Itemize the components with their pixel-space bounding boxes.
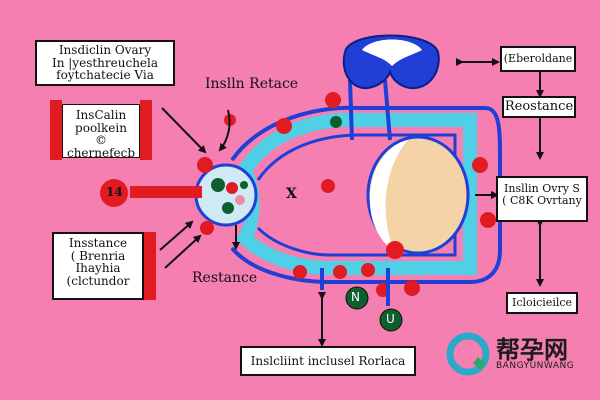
box-right-low-text: Icloicieilce [511, 296, 573, 309]
red-dot [480, 212, 496, 228]
central-cell-dot-pink [235, 195, 245, 205]
label-x-mark: X [286, 186, 297, 202]
red-dot [200, 221, 214, 235]
box-left-mid-redframe-l [50, 100, 62, 160]
red-dot [404, 280, 420, 296]
red-dot [276, 118, 292, 134]
label-resistance: Restance [192, 270, 258, 286]
red-dot [333, 265, 347, 279]
central-cell-dot-red [226, 182, 238, 194]
arrow-left-lower [159, 220, 194, 251]
box-top-right: (Eberoldane [500, 46, 576, 72]
red-dot [330, 116, 342, 128]
red-dot [325, 92, 341, 108]
box-right-mid-line1: Insllin Ovry S [504, 182, 580, 195]
label-node-u: U [386, 312, 395, 326]
box-top-left-line3: foytchatecie Via [56, 68, 154, 83]
watermark-chinese: 帮孕网 [496, 336, 568, 364]
box-left-mid-line3: © chernefecb [66, 133, 136, 158]
box-left-low-redframe [140, 232, 156, 300]
arrow-resistance [164, 234, 202, 269]
box-right-resistance-text: Reostance [504, 99, 574, 114]
blue-outline [230, 105, 502, 284]
ovary-highlight [362, 39, 422, 66]
arrow-curved [218, 109, 231, 152]
box-right-resistance: Reostance [502, 96, 576, 118]
label-insulin-rate: Inslln Retace [205, 76, 299, 92]
red-dot [472, 157, 488, 173]
label-node-n: N [351, 290, 360, 304]
red-node-14 [100, 179, 128, 207]
box-right-mid-line2: ( C8K Ovrtany [502, 193, 582, 207]
box-left-low-line3: Ihayhia [75, 261, 121, 276]
box-top-left: Insdiclin Ovary In |yesthreuchela foytch… [35, 40, 175, 86]
watermark-latin: BANGYUNWANG [496, 361, 575, 371]
arrow-left-upper [161, 107, 207, 154]
box-left-mid-redframe-r [140, 100, 152, 160]
node-n [345, 286, 369, 310]
label-cell-number: 14 [106, 185, 123, 199]
cyan-tube [236, 112, 477, 275]
box-left-mid-line2: poolkein [75, 120, 127, 135]
box-right-mid: Insllin Ovry S ( C8K Ovrtany [496, 176, 588, 222]
red-input-bar [130, 186, 202, 198]
box-left-low-line2: ( Brenria [70, 248, 126, 263]
box-right-low: Icloicieilce [506, 292, 578, 314]
box-top-right-text: (Eberoldane [503, 52, 573, 65]
central-cell-dot-green [211, 178, 225, 192]
box-bottom-text: Inslcliint inclusel Rorlaca [250, 354, 406, 368]
red-dot [361, 263, 375, 277]
box-left-low: Insstance ( Brenria Ihayhia (clctundor [52, 232, 144, 300]
central-cell-dot-green2 [222, 202, 234, 214]
red-dot [386, 241, 404, 259]
large-cell-white-crescent [369, 140, 408, 252]
central-cell [194, 163, 258, 227]
red-dot [321, 179, 335, 193]
blue-inner-outline [256, 133, 457, 257]
blue-duct-left [348, 79, 354, 141]
red-dot [293, 265, 307, 279]
box-left-mid-line1: InsCalin [75, 108, 127, 122]
box-bottom: Inslcliint inclusel Rorlaca [240, 346, 416, 376]
box-left-low-line1: Insstance [68, 236, 128, 250]
central-cell-dot-green3 [240, 181, 248, 189]
blue-duct-right [383, 79, 392, 141]
watermark: 帮孕网 BANGYUNWANG [446, 330, 586, 380]
box-top-left-line1: Insdiclin Ovary [58, 43, 152, 57]
box-top-left-line2: In |yesthreuchela [51, 55, 159, 70]
large-cell [366, 135, 470, 255]
box-left-low-line4: (clctundor [66, 273, 130, 288]
red-dot [197, 157, 213, 173]
node-u [379, 308, 403, 332]
box-left-mid: InsCalin poolkein © chernefecb [62, 104, 140, 158]
watermark-logo-icon [446, 332, 490, 376]
